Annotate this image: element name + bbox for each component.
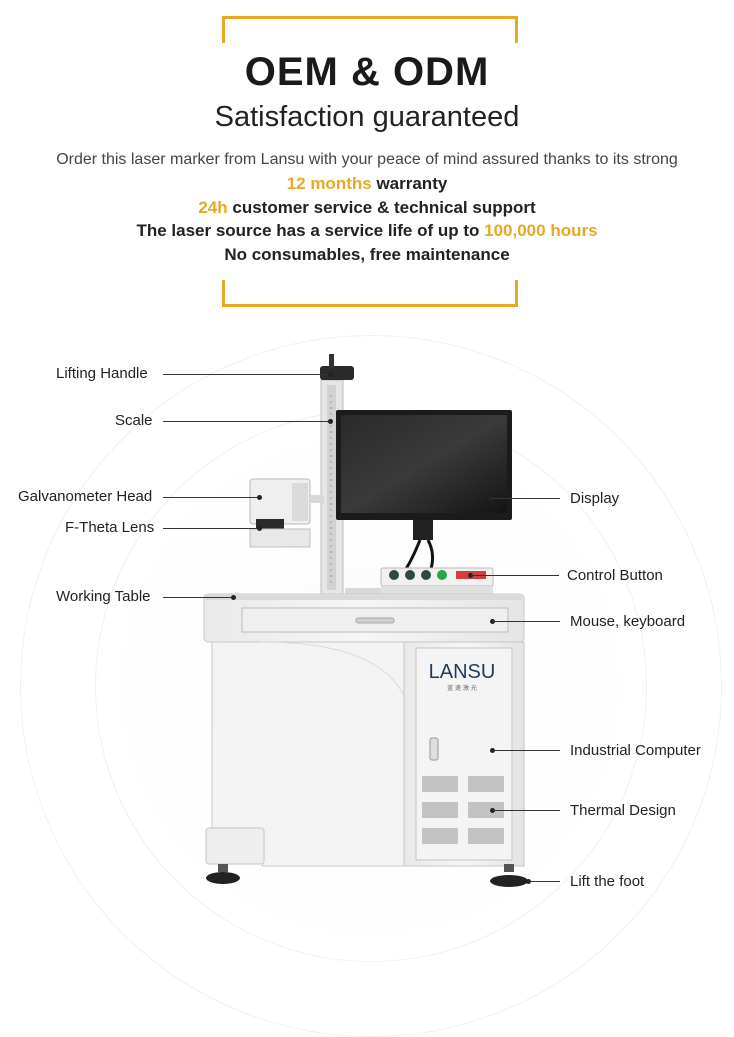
label-mouse-keyboard: Mouse, keyboard <box>570 613 686 630</box>
leader-thermal-design <box>493 810 560 811</box>
lifting-handle <box>320 366 354 380</box>
frame-top-bracket <box>222 16 518 43</box>
service-highlight: 24h <box>198 198 228 217</box>
label-scale: Scale <box>115 412 153 429</box>
warranty-rest: warranty <box>371 174 448 193</box>
laser-lead: The laser source has a service life of u… <box>136 221 485 240</box>
intro-text: Order this laser marker from Lansu with … <box>56 151 678 168</box>
label-control-button: Control Button <box>567 567 663 584</box>
service-rest: customer service & technical support <box>227 198 536 217</box>
leader-lifting-handle <box>163 374 330 375</box>
dot-galvanometer-head <box>257 495 262 500</box>
warranty-line: 12 months warranty <box>0 174 734 194</box>
leader-galvanometer-head <box>163 497 259 498</box>
maintenance-line: No consumables, free maintenance <box>224 245 510 264</box>
leader-mouse-keyboard <box>493 621 560 622</box>
dot-lifting-handle <box>328 372 333 377</box>
label-galvanometer-head: Galvanometer Head <box>18 488 153 505</box>
f-theta-lens-body <box>256 519 284 531</box>
page-subtitle: Satisfaction guaranteed <box>214 101 520 133</box>
leader-lift-the-foot <box>529 881 560 882</box>
label-lift-the-foot: Lift the foot <box>570 873 645 890</box>
leader-working-table <box>163 597 233 598</box>
dot-mouse-keyboard <box>490 619 495 624</box>
dot-thermal-design <box>490 808 495 813</box>
cabinet-lock <box>429 737 439 761</box>
leader-display <box>491 498 560 499</box>
label-display: Display <box>570 490 620 507</box>
label-lifting-handle: Lifting Handle <box>56 365 148 382</box>
service-line: 24h customer service & technical support <box>0 198 734 218</box>
dot-scale <box>328 419 333 424</box>
frame-bottom-bracket <box>222 280 518 307</box>
brand-logo-subtext: 蓝 速 激 光 <box>447 684 477 692</box>
lift-foot-left <box>206 872 240 884</box>
dot-working-table <box>231 595 236 600</box>
lift-foot-right <box>490 875 528 887</box>
laser-line: The laser source has a service life of u… <box>0 221 734 241</box>
dot-industrial-computer <box>490 748 495 753</box>
leader-industrial-computer <box>493 750 560 751</box>
leader-scale <box>163 421 330 422</box>
dot-control-button <box>468 573 473 578</box>
label-f-theta-lens: F-Theta Lens <box>65 519 155 536</box>
laser-highlight: 100,000 hours <box>484 221 598 240</box>
brand-logo: LANSU <box>429 661 496 683</box>
dot-display <box>488 496 493 501</box>
dot-lift-the-foot <box>526 879 531 884</box>
warranty-highlight: 12 months <box>286 174 372 193</box>
label-working-table: Working Table <box>56 588 151 605</box>
laser-marker-machine: LANSU 蓝 速 激 光 <box>203 354 528 887</box>
page-title: OEM & ODM <box>244 50 490 94</box>
leader-f-theta-lens <box>163 528 259 529</box>
column-rail <box>327 385 336 590</box>
label-industrial-computer: Industrial Computer <box>570 742 701 759</box>
label-thermal-design: Thermal Design <box>570 802 676 819</box>
thermal-vents <box>422 776 504 844</box>
leader-control-button <box>471 575 559 576</box>
dot-f-theta-lens <box>257 526 262 531</box>
